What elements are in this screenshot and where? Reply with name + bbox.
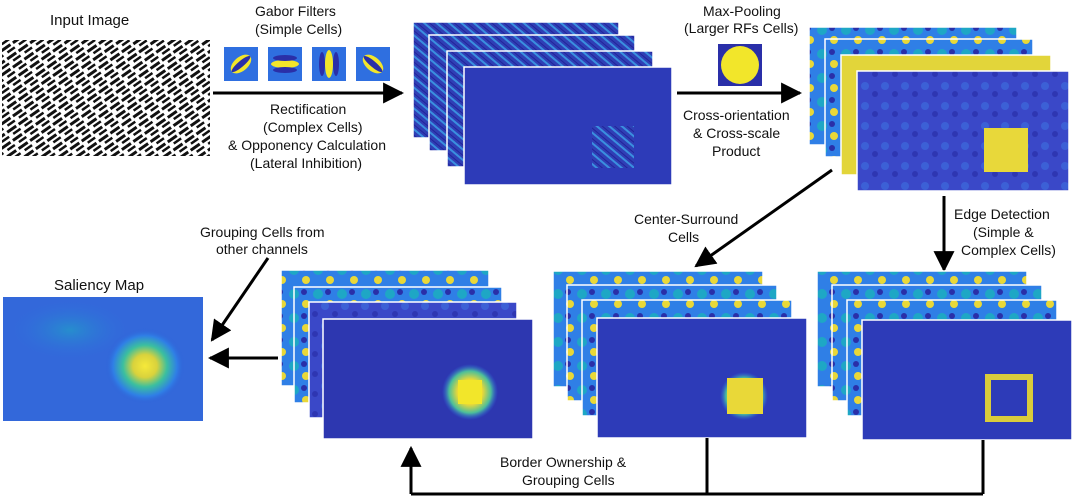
grouping-cells-bottom-label: Grouping Cells <box>522 472 615 488</box>
arrow-to-center-surround <box>694 168 833 268</box>
simple-and-label: (Simple & <box>973 224 1034 240</box>
lateral-inhibition-label: (Lateral Inhibition) <box>250 155 363 171</box>
center-surround-cells-label: Cells <box>668 229 700 245</box>
complex-cells-label: (Complex Cells) <box>263 119 363 135</box>
gabor-filters-label: Gabor Filters <box>255 3 336 19</box>
opponency-label: & Opponency Calculation <box>228 137 386 153</box>
center-surround-stack <box>552 270 808 439</box>
saliency-map-label: Saliency Map <box>54 277 145 294</box>
grouping-stack <box>280 269 534 440</box>
gabor-filter-icons <box>224 47 390 81</box>
max-pooling-icon <box>718 44 762 86</box>
grouping-cells-label: Grouping Cells from <box>200 224 325 240</box>
other-channels-label: other channels <box>216 241 308 257</box>
input-image <box>2 40 210 156</box>
max-pooling-label: Max-Pooling <box>703 3 781 19</box>
cross-scale-label: & Cross-scale <box>693 125 781 141</box>
cross-orientation-label: Cross-orientation <box>683 107 790 123</box>
rectification-label: Rectification <box>270 101 347 117</box>
input-image-label: Input Image <box>50 12 130 29</box>
larger-rfs-label: (Larger RFs Cells) <box>684 20 799 36</box>
border-ownership-path <box>400 438 985 496</box>
edge-detection-label: Edge Detection <box>954 206 1050 222</box>
maxpool-stack <box>808 26 1070 192</box>
complex-cells-edge-label: Complex Cells) <box>961 242 1056 258</box>
center-surround-label: Center-Surround <box>634 211 739 227</box>
border-ownership-label: Border Ownership & <box>500 454 627 470</box>
simple-cells-label: (Simple Cells) <box>255 21 343 37</box>
product-label: Product <box>712 143 761 159</box>
arrow-other-channels-to-saliency <box>210 257 270 342</box>
gabor-response-stack <box>412 21 673 186</box>
edge-detection-stack <box>816 270 1073 441</box>
saliency-map <box>3 297 203 421</box>
